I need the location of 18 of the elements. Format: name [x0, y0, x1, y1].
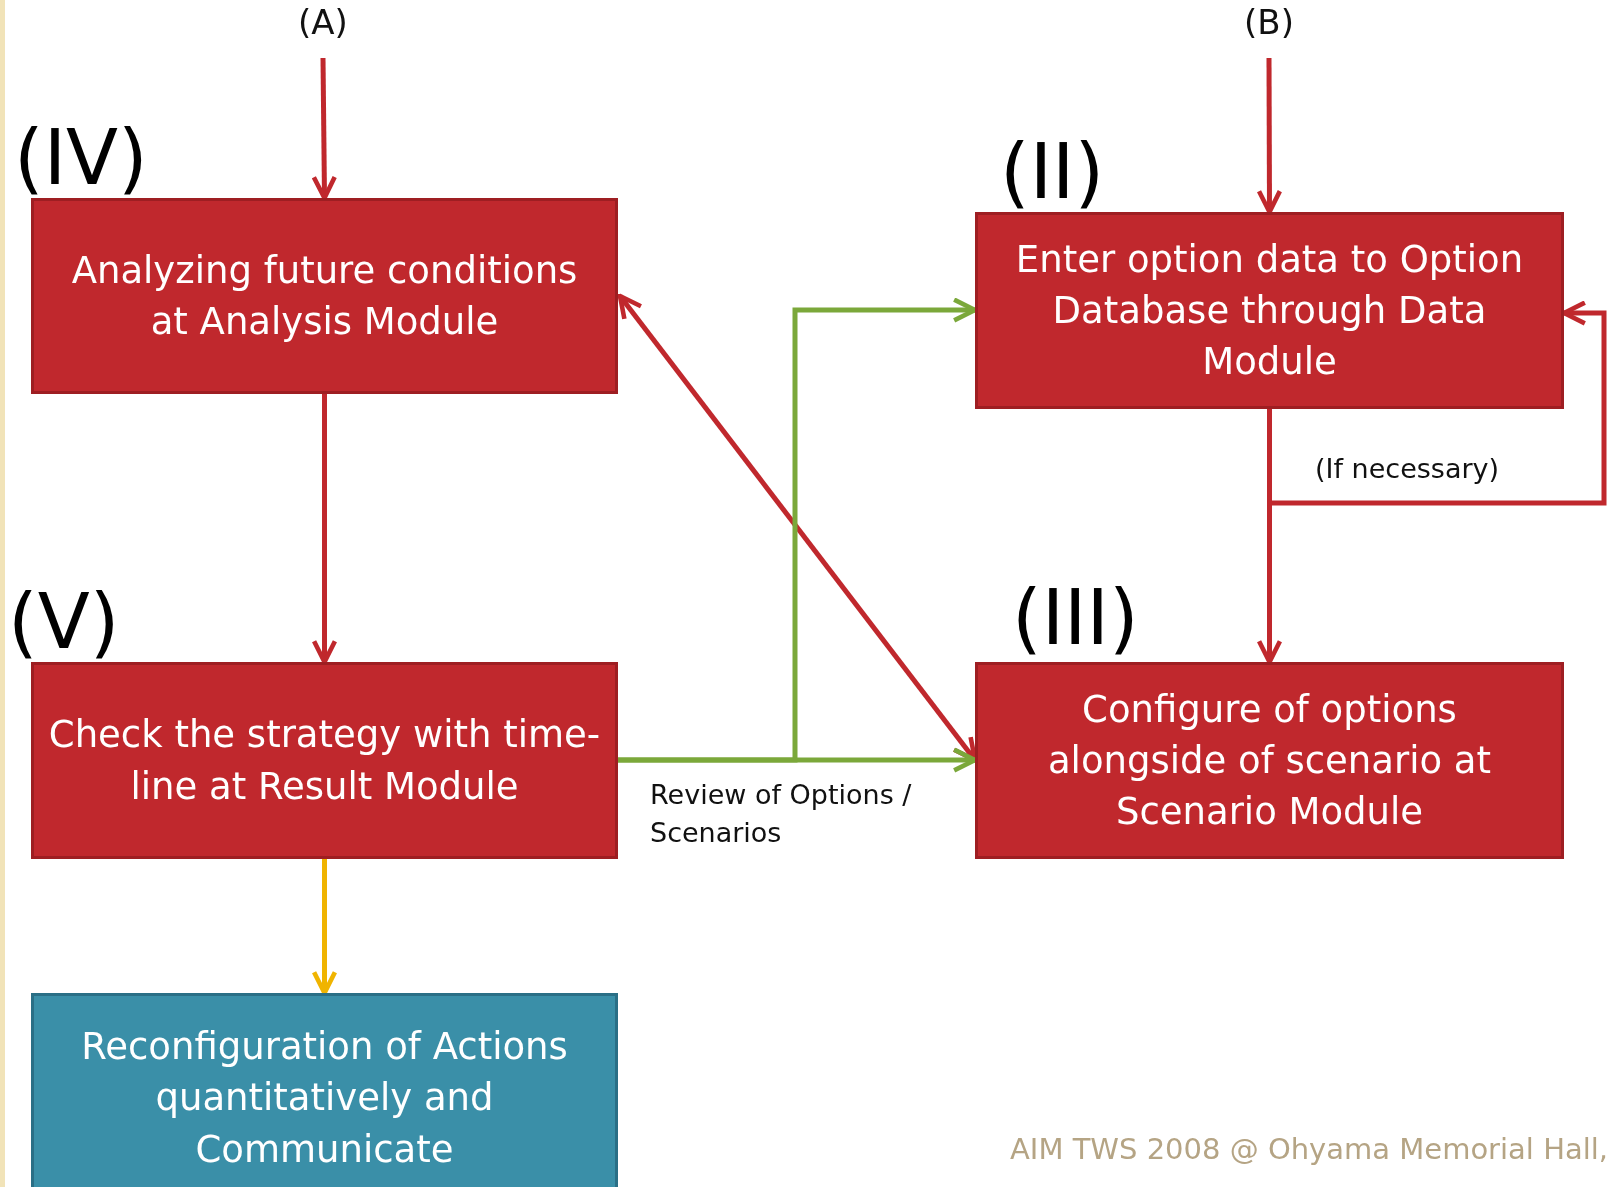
- box-text: Reconfiguration of Actions quantitatively and Communicate: [80, 1024, 569, 1173]
- arrow: [1267, 300, 1607, 506]
- process-box: [975, 212, 1564, 409]
- process-box: [31, 662, 618, 859]
- step-number: (V): [8, 584, 120, 660]
- box-text: Configure of options alongside of scenario at Scenario Module: [1046, 686, 1493, 835]
- process-box: [31, 198, 618, 394]
- step-number: (IV): [14, 120, 148, 196]
- input-label: (A): [273, 2, 373, 42]
- step-number: (III): [1012, 580, 1139, 656]
- footer-text: AIM TWS 2008 @ Ohyama Memorial Hall,: [1010, 1132, 1608, 1166]
- input-label: (B): [1219, 2, 1319, 42]
- process-box: [31, 993, 618, 1187]
- step-number: (II): [1000, 134, 1105, 210]
- box-text: Analyzing future conditions at Analysis Module: [70, 247, 579, 345]
- box-text: Check the strategy with time-line at Result Module: [48, 712, 601, 810]
- box-text: Enter option data to Option Database through Data Module: [1014, 236, 1525, 385]
- process-box: [975, 662, 1564, 859]
